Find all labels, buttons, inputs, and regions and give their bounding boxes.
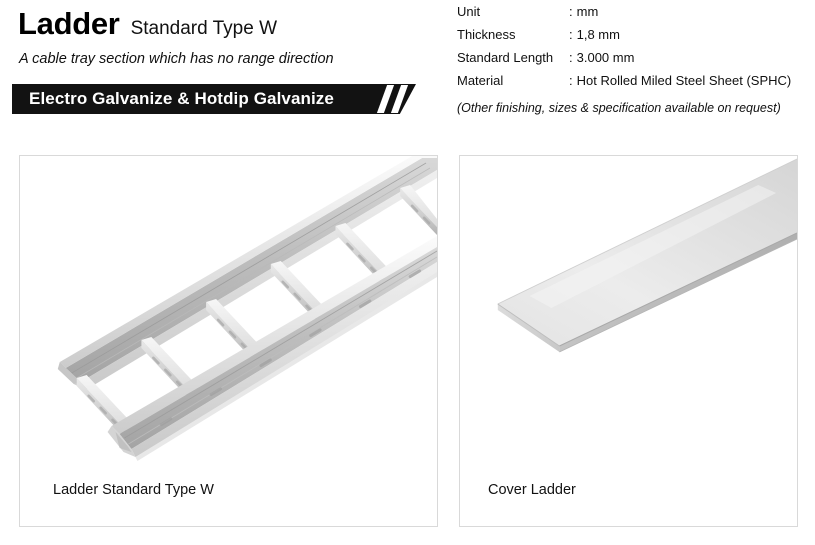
spec-colon: : <box>569 4 573 19</box>
spec-label: Material <box>457 73 504 88</box>
product-tagline: A cable tray section which has no range … <box>19 51 334 67</box>
finish-banner: Electro Galvanize & Hotdip Galvanize <box>12 84 416 114</box>
spec-row: Unit :mm <box>457 4 807 27</box>
cover-plate-figure <box>460 156 797 466</box>
spec-row: Standard Length :3.000 mm <box>457 50 807 73</box>
ladder-tray-figure <box>20 156 437 466</box>
ladder-rung <box>400 185 437 235</box>
spec-colon: : <box>569 27 573 42</box>
spec-colon: : <box>569 73 573 88</box>
ladder-rungs <box>76 185 437 439</box>
spec-value-text: mm <box>576 4 599 19</box>
ladder-tray-illustration <box>57 156 437 461</box>
ladder-rung <box>270 261 331 325</box>
spec-label: Thickness <box>457 27 516 42</box>
spec-label: Unit <box>457 4 481 19</box>
product-panel-cover: Cover Ladder <box>459 155 798 527</box>
ladder-far-rail <box>57 156 437 390</box>
ladder-near-rail <box>107 236 437 457</box>
spec-value: :Hot Rolled Miled Steel Sheet (SPHC) <box>569 73 791 88</box>
product-panel-ladder: Ladder Standard Type W <box>19 155 438 527</box>
ladder-rung <box>141 337 202 401</box>
spec-row: Thickness :1,8 mm <box>457 27 807 50</box>
spec-value: :3.000 mm <box>569 50 634 65</box>
spec-colon: : <box>569 50 573 65</box>
spec-value-text: 1,8 mm <box>576 27 620 42</box>
panel-caption-cover: Cover Ladder <box>488 482 576 498</box>
product-title-row: Ladder Standard Type W <box>18 8 277 39</box>
specification-table: Unit :mm Thickness :1,8 mm Standard Leng… <box>457 4 807 115</box>
spec-label: Standard Length <box>457 50 554 65</box>
spec-value-text: Hot Rolled Miled Steel Sheet (SPHC) <box>576 73 792 88</box>
page-title: Ladder <box>18 6 120 41</box>
panel-caption-ladder: Ladder Standard Type W <box>53 482 214 498</box>
spec-value: :1,8 mm <box>569 27 620 42</box>
finish-banner-background <box>12 84 416 114</box>
spec-value-text: 3.000 mm <box>576 50 635 65</box>
specification-note: (Other finishing, sizes & specification … <box>457 101 781 115</box>
product-type-label: Standard Type W <box>130 18 278 39</box>
ladder-rung <box>335 223 396 287</box>
finish-banner-label: Electro Galvanize & Hotdip Galvanize <box>29 89 334 108</box>
header-left-block: Ladder Standard Type W A cable tray sect… <box>0 0 450 140</box>
cover-plate-illustration <box>497 158 797 353</box>
spec-row: Material :Hot Rolled Miled Steel Sheet (… <box>457 73 807 96</box>
ladder-rung <box>206 299 266 363</box>
ladder-rung <box>76 375 137 439</box>
spec-value: :mm <box>569 4 598 19</box>
